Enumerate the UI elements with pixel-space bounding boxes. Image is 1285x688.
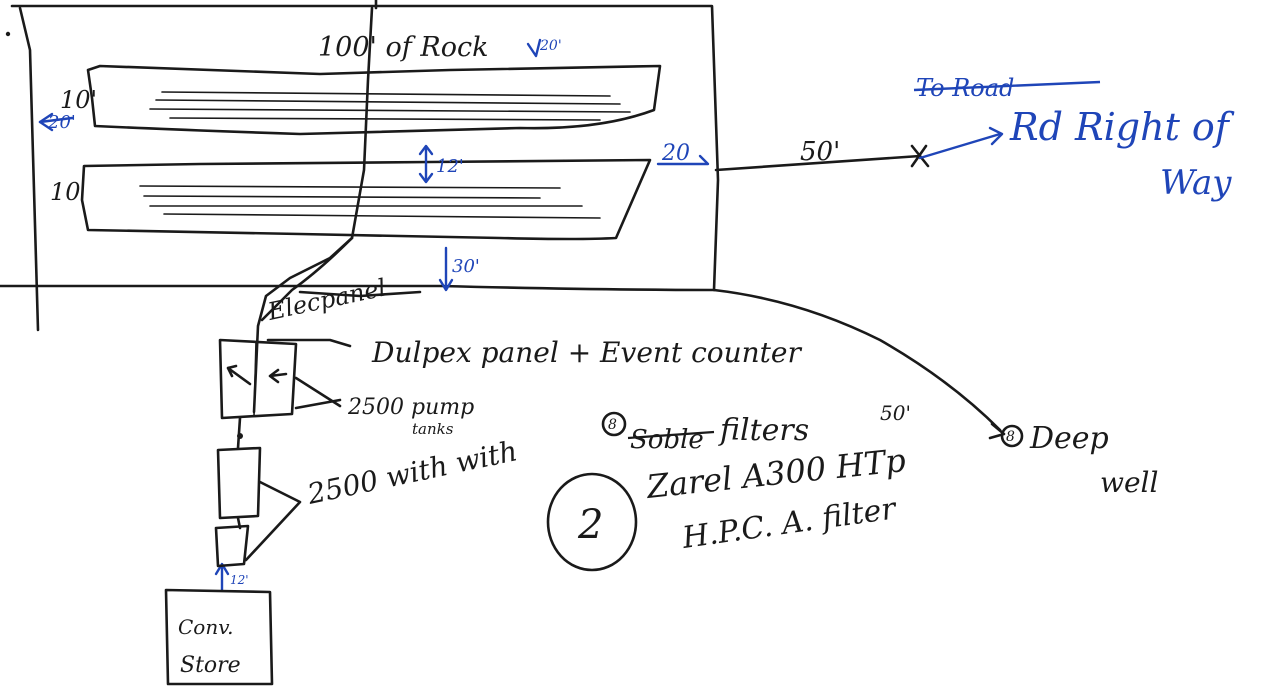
road-distance-label: 50' bbox=[800, 137, 840, 167]
duplex-leader bbox=[266, 338, 352, 348]
bottom-gap-label: 30' bbox=[452, 256, 480, 277]
well-circle-label: 8 bbox=[1006, 429, 1015, 445]
elec-panel-label: Elecpanel bbox=[264, 274, 388, 327]
filters-strike-line bbox=[627, 430, 715, 440]
filter-count-label: 8 bbox=[608, 417, 617, 433]
road-connection bbox=[714, 80, 1101, 172]
filters-struck-label: Soble bbox=[630, 425, 704, 455]
drain-trench-1 bbox=[86, 64, 662, 136]
store-label-1: Conv. bbox=[178, 615, 234, 639]
pump-tanks-label-1: 2500 pump bbox=[347, 395, 474, 420]
right-side-gap-label: 20 bbox=[661, 141, 690, 166]
elec-panel-scribble bbox=[298, 290, 422, 298]
filter-model-label-2: H.P.C. A. filter bbox=[679, 491, 899, 556]
rock-length-label: 100' of Rock bbox=[318, 32, 488, 63]
pump-tanks-label-2: tanks bbox=[412, 420, 454, 438]
filters-label: filters bbox=[718, 413, 809, 448]
filter-tanks-label: 2500 with with bbox=[304, 434, 521, 511]
page-number-circle bbox=[546, 472, 638, 572]
to-road-struck-label: To Road bbox=[916, 74, 1014, 102]
well-line bbox=[712, 288, 1006, 440]
well-label-1: Deep bbox=[1029, 421, 1109, 456]
trench-gap-label: 12' bbox=[436, 156, 464, 177]
filter-tank-2 bbox=[214, 480, 302, 568]
filter-tank-1 bbox=[216, 446, 262, 530]
road-right-of-way-line2: Way bbox=[1160, 163, 1232, 203]
store-label-2: Store bbox=[180, 653, 241, 678]
well-circle bbox=[1000, 424, 1024, 448]
left-trench-width-label: 10' bbox=[60, 86, 97, 114]
well-distance-label: 50' bbox=[880, 401, 911, 425]
dimension-marks bbox=[38, 38, 710, 592]
site-boundary bbox=[0, 0, 720, 332]
well-label-2: well bbox=[1100, 466, 1158, 499]
distribution-line bbox=[252, 6, 374, 414]
drain-trench-2 bbox=[80, 158, 652, 241]
rock-top-gap-label: 20' bbox=[539, 38, 562, 54]
road-right-of-way-line1: Rd Right of bbox=[1009, 105, 1235, 149]
convenience-store bbox=[164, 588, 274, 686]
pump-tank bbox=[218, 338, 342, 450]
second-trench-width-label: 10 bbox=[50, 178, 81, 206]
left-side-arrow-label: 20' bbox=[47, 112, 76, 133]
page-number: 2 bbox=[577, 502, 603, 548]
filter-count-circle bbox=[601, 411, 627, 437]
distribution-line-2 bbox=[260, 236, 354, 322]
store-gap-label: 12' bbox=[230, 573, 249, 587]
duplex-panel-label: Dulpex panel + Event counter bbox=[371, 336, 803, 369]
